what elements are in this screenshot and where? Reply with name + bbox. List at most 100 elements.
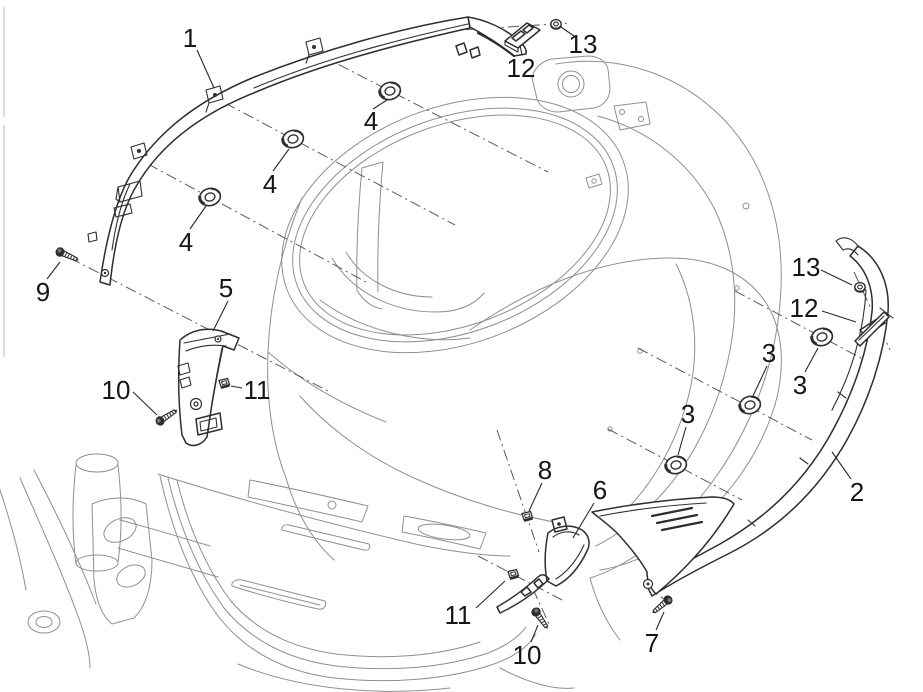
assembly-axis [532,588,550,625]
callout-label-9: 9 [36,277,50,307]
part-1-end-cap-edge [476,31,516,58]
assembly-axis [496,429,540,553]
fuel-filler-surround [531,55,651,189]
latch-bolt [638,116,644,122]
callout-leaders [46,26,857,643]
callout-leader-7 [655,611,665,631]
part-2-details [747,237,867,527]
callout-leader-3 [804,347,819,373]
callout-label-4: 4 [364,106,378,136]
deck-drain [327,500,337,510]
helmet-bucket-channel [299,114,611,336]
callout-leader-6 [572,502,595,539]
callout-label-4: 4 [179,227,193,257]
assembly-axis [477,555,563,601]
kneepad-panel [91,497,153,625]
grommet-3c [662,452,690,478]
column-base [75,554,119,572]
callout-label-2: 2 [850,477,864,507]
callout-leader-2 [831,451,852,480]
part-1-tab-screw [137,149,141,153]
callout-label-3: 3 [762,338,776,368]
assembly-axis [637,347,813,441]
kneepad-oval-lower [116,564,146,588]
part-2-lower-panel-vents [650,506,704,532]
callout-label-13: 13 [569,29,598,59]
callout-leader-9 [46,261,61,280]
cover-parts [87,16,894,614]
callout-label-11: 11 [244,375,271,405]
callout-label-13: 13 [792,252,821,282]
assembly-axis [607,428,743,501]
assembly-axis [69,257,331,393]
part-5-flange-hole-dot [216,337,220,341]
callout-label-11: 11 [445,600,472,630]
steering-stem-inner [35,616,53,628]
callout-label-10: 10 [513,640,542,670]
part-1-tab-screw [213,93,217,97]
grommet-4c [196,184,224,210]
callout-label-6: 6 [593,475,607,505]
callout-label-3: 3 [681,399,695,429]
nut-13-top [549,18,563,30]
part-1-tip-hole-dot [103,271,107,275]
clip-11-bottom [507,568,520,581]
kneepad-oval-upper [103,517,137,543]
part-2-lower-panel [591,496,735,595]
part-12-plate-top-edge [504,40,519,53]
bucket-interior-lines [319,161,485,341]
assembly-axis [734,290,877,367]
callout-label-4: 4 [263,169,277,199]
cowl-latch [742,202,750,210]
panel-mount-hole [607,426,613,432]
assembly-axes [69,22,891,625]
part-1-spoiler-trim [99,16,471,286]
callout-leader-13 [820,269,853,286]
callout-label-10: 10 [102,375,131,405]
footrest-pads [231,524,371,610]
scooter-body-wireframe [0,7,782,692]
callout-leader-10 [530,624,539,643]
screw-10-bottom [528,605,553,633]
fuel-cap-outer [557,70,585,98]
part-5-details [177,333,231,433]
part-12-rod-right-details [858,307,894,341]
part-1-details [87,23,469,251]
nut-13-right [853,281,867,293]
callout-label-1: 1 [183,23,197,53]
callout-label-7: 7 [645,628,659,658]
callout-label-8: 8 [538,455,552,485]
callout-leader-5 [212,300,229,332]
grommet-4a [376,78,404,104]
helmet-bucket-rim-inner [292,107,618,343]
grommet-4b [279,126,307,152]
callout-leader-3 [677,426,687,456]
hinge-boss [591,178,597,184]
assembly-axis [319,54,549,173]
callout-label-3: 3 [793,370,807,400]
grommet-3a [808,324,836,350]
callout-label-5: 5 [219,273,233,303]
assembly-axis [147,163,367,283]
floorboard-rims [159,475,621,692]
callout-leader-12 [821,310,857,323]
floor-deck [157,473,511,557]
column-cap [75,453,119,473]
callout-leader-12 [519,44,523,56]
panel-mount-hole [734,285,740,291]
screw-10-left [153,405,181,428]
part-12-rod-right [854,311,890,347]
callout-leader-3 [752,365,768,397]
part-2-screw-hole-dot [646,582,650,586]
part-5-boss-inner [193,401,199,407]
callout-label-12: 12 [790,293,819,323]
fuel-cap-inner [562,75,580,93]
callout-leader-11 [475,580,506,609]
part-6-details [552,531,585,580]
helmet-bucket-rim-outer [281,96,629,354]
left-body-silhouette [267,197,567,561]
callout-label-12: 12 [507,53,536,83]
part-2-lower-panel-seam [599,502,707,517]
